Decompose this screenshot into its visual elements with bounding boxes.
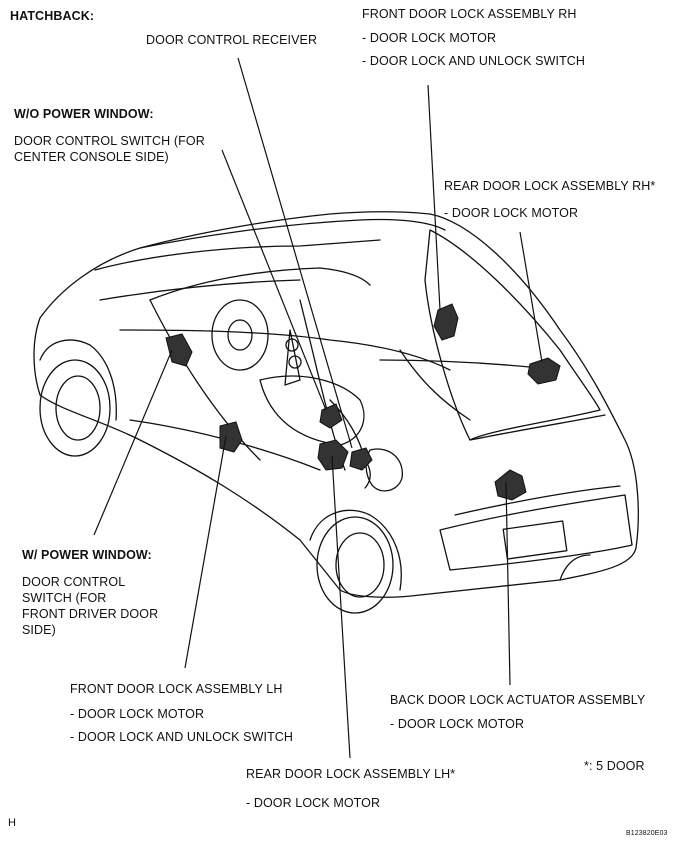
diagram-title: HATCHBACK: bbox=[10, 9, 95, 23]
label-rear-rh-motor: - DOOR LOCK MOTOR bbox=[444, 206, 579, 220]
label-front-rh-switch: - DOOR LOCK AND UNLOCK SWITCH bbox=[362, 54, 586, 68]
corner-letter: H bbox=[8, 817, 17, 829]
label-back-door-title: BACK DOOR LOCK ACTUATOR ASSEMBLY bbox=[390, 693, 646, 707]
front-wheel bbox=[39, 359, 111, 457]
label-driver-switch-line2: SWITCH (FOR bbox=[22, 591, 107, 605]
rear-wheel bbox=[316, 516, 394, 614]
label-front-lh-motor: - DOOR LOCK MOTOR bbox=[70, 707, 205, 721]
label-wo-power-window: W/O POWER WINDOW: bbox=[14, 107, 154, 121]
door-control-receiver-unit bbox=[349, 447, 373, 471]
leader-rear-rh bbox=[519, 231, 543, 363]
console-door-control-switch bbox=[319, 403, 343, 429]
label-rear-lh-title: REAR DOOR LOCK ASSEMBLY LH* bbox=[246, 767, 456, 781]
label-front-rh-title: FRONT DOOR LOCK ASSEMBLY RH bbox=[362, 7, 577, 21]
leader-rear-lh bbox=[331, 455, 351, 759]
label-front-lh-title: FRONT DOOR LOCK ASSEMBLY LH bbox=[70, 682, 283, 696]
leader-console-switch bbox=[221, 149, 327, 411]
seat-outline bbox=[259, 375, 365, 446]
windshield-frame bbox=[94, 239, 381, 271]
front-rh-lock-actuator bbox=[433, 303, 459, 341]
footnote: *: 5 DOOR bbox=[584, 759, 645, 773]
leader-back-door bbox=[505, 481, 511, 686]
label-back-door-motor: - DOOR LOCK MOTOR bbox=[390, 717, 525, 731]
car-body-outline bbox=[33, 211, 639, 598]
label-driver-switch-line1: DOOR CONTROL bbox=[22, 575, 126, 589]
door-line-front bbox=[149, 299, 261, 461]
label-driver-switch-line3: FRONT DRIVER DOOR bbox=[22, 607, 159, 621]
leader-front-rh bbox=[427, 84, 441, 311]
leader-front-lh bbox=[184, 435, 227, 669]
label-front-lh-switch: - DOOR LOCK AND UNLOCK SWITCH bbox=[70, 730, 294, 744]
label-rear-rh-title: REAR DOOR LOCK ASSEMBLY RH* bbox=[444, 179, 656, 193]
rear-hatch-window bbox=[424, 229, 601, 441]
label-w-power-window: W/ POWER WINDOW: bbox=[22, 548, 152, 562]
label-driver-switch-line4: SIDE) bbox=[22, 623, 56, 637]
steering-wheel bbox=[211, 299, 269, 371]
front-lh-lock-actuator bbox=[219, 421, 243, 453]
rear-bumper bbox=[439, 494, 633, 571]
label-front-rh-motor: - DOOR LOCK MOTOR bbox=[362, 31, 497, 45]
license-plate bbox=[502, 520, 568, 560]
label-console-switch-line2: CENTER CONSOLE SIDE) bbox=[14, 150, 169, 164]
rear-lh-lock-actuator bbox=[317, 439, 349, 471]
label-door-control-receiver: DOOR CONTROL RECEIVER bbox=[146, 33, 318, 47]
label-console-switch-line1: DOOR CONTROL SWITCH (FOR bbox=[14, 134, 205, 148]
back-door-lock-actuator bbox=[494, 469, 527, 501]
leader-door-control-receiver bbox=[237, 57, 353, 449]
roof-line bbox=[139, 218, 446, 249]
figure-code: B123820E03 bbox=[626, 830, 668, 837]
dashboard bbox=[149, 267, 371, 301]
leader-driver-switch bbox=[93, 349, 173, 536]
label-rear-lh-motor: - DOOR LOCK MOTOR bbox=[246, 796, 381, 810]
driver-door-control-switch bbox=[165, 333, 193, 367]
fuel-door bbox=[365, 448, 403, 492]
rear-rh-lock-actuator bbox=[527, 357, 561, 385]
